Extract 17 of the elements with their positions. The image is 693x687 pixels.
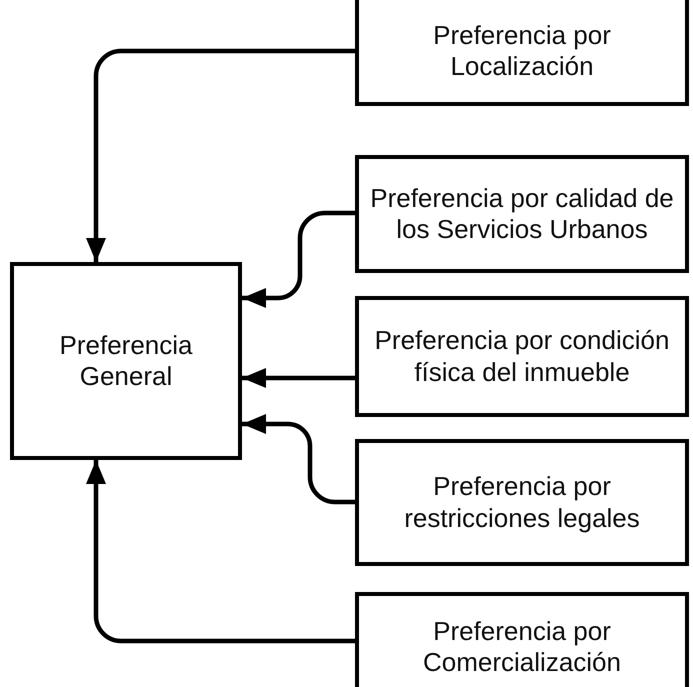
box-label: Preferencia General — [58, 330, 194, 392]
process-box — [355, 155, 689, 273]
arrow — [242, 368, 355, 388]
arrow — [86, 460, 355, 644]
arrow — [86, 48, 355, 262]
box-label: Preferencia por calidad de los Servicios Urbanos — [369, 182, 675, 246]
box-label: Preferencia por Comercialización — [422, 616, 622, 678]
box-label: Preferencia por Localización — [432, 20, 612, 82]
box-label: Preferencia por condición física del inmueble — [374, 325, 670, 388]
arrow — [242, 414, 355, 504]
box-label: Preferencia por restricciones legales — [403, 471, 641, 534]
process-box — [355, 439, 689, 566]
process-box — [10, 262, 242, 460]
process-box — [355, 296, 689, 417]
process-box — [355, 0, 689, 106]
arrow — [242, 210, 355, 308]
process-box — [355, 592, 689, 687]
